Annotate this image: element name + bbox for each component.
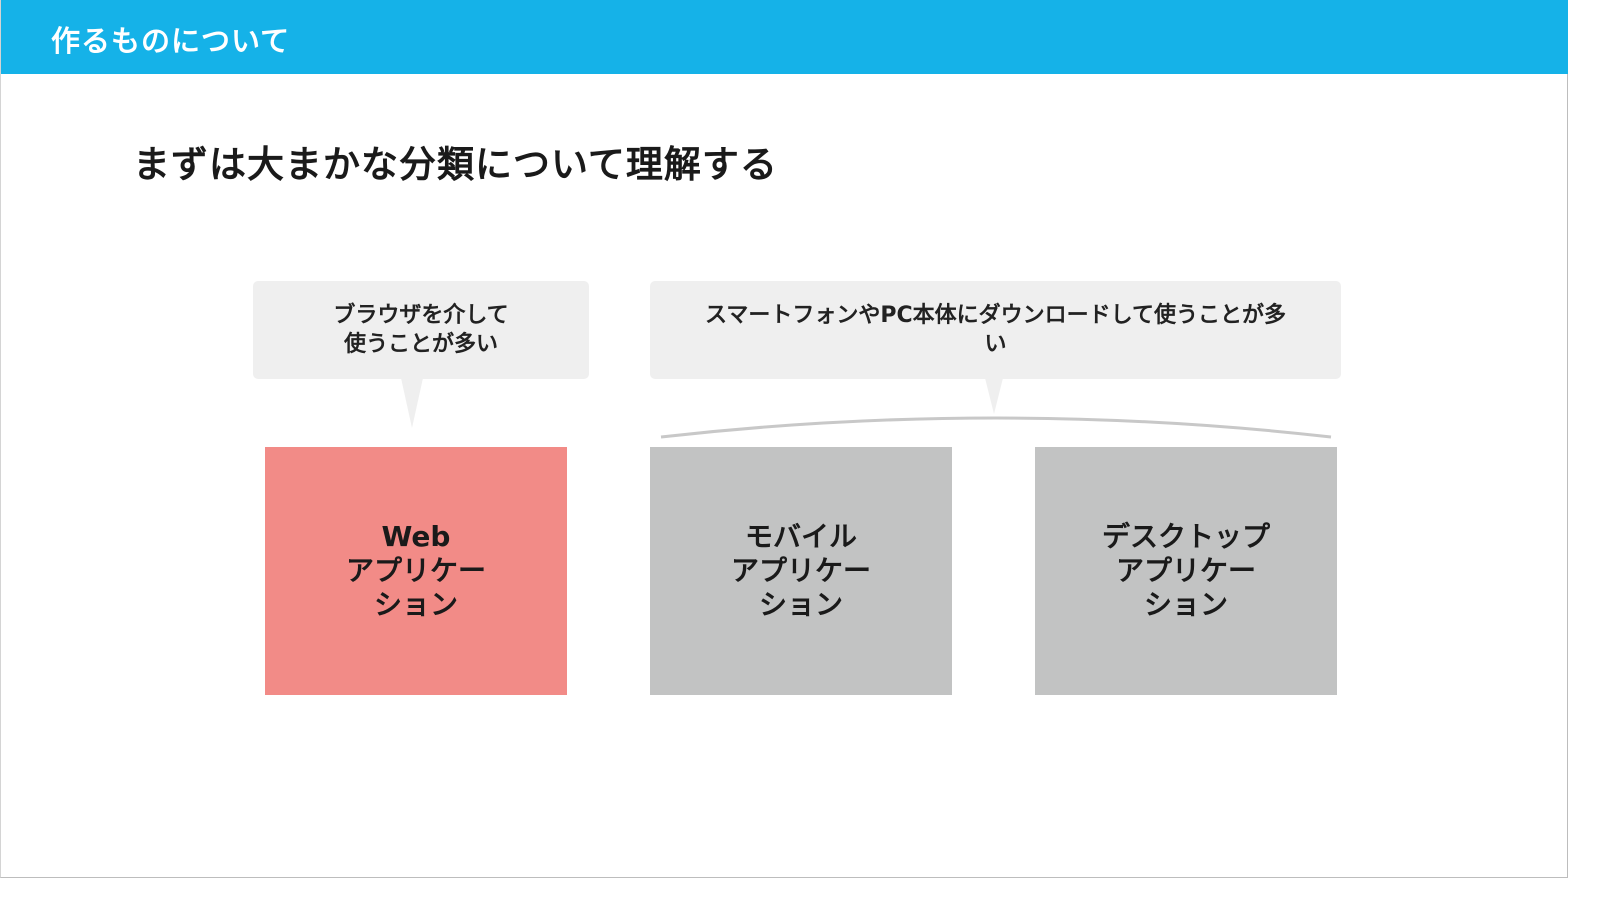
page-title: まずは大まかな分類について理解する bbox=[133, 143, 778, 186]
box-web-application-label: Web アプリケー ション bbox=[345, 520, 486, 621]
box-desktop-application-label: デスクトップ アプリケー ション bbox=[1101, 520, 1270, 621]
slide: 作るものについて まずは大まかな分類について理解する ブラウザを介して 使うこと… bbox=[0, 0, 1568, 878]
header-bar: 作るものについて bbox=[1, 0, 1568, 74]
callout-download: スマートフォンやPC本体にダウンロードして使うことが多 い bbox=[650, 281, 1341, 379]
header-title: 作るものについて bbox=[51, 24, 291, 58]
callout-browser: ブラウザを介して 使うことが多い bbox=[253, 281, 589, 379]
callout-browser-pointer bbox=[401, 378, 423, 428]
box-mobile-application: モバイル アプリケー ション bbox=[650, 447, 952, 695]
callout-download-text: スマートフォンやPC本体にダウンロードして使うことが多 い bbox=[705, 303, 1286, 357]
grouping-arc bbox=[660, 416, 1332, 439]
callout-download-pointer bbox=[985, 378, 1003, 414]
box-mobile-application-label: モバイル アプリケー ション bbox=[730, 520, 871, 621]
box-desktop-application: デスクトップ アプリケー ション bbox=[1035, 447, 1337, 695]
callout-browser-text: ブラウザを介して 使うことが多い bbox=[333, 303, 509, 357]
box-web-application: Web アプリケー ション bbox=[265, 447, 567, 695]
